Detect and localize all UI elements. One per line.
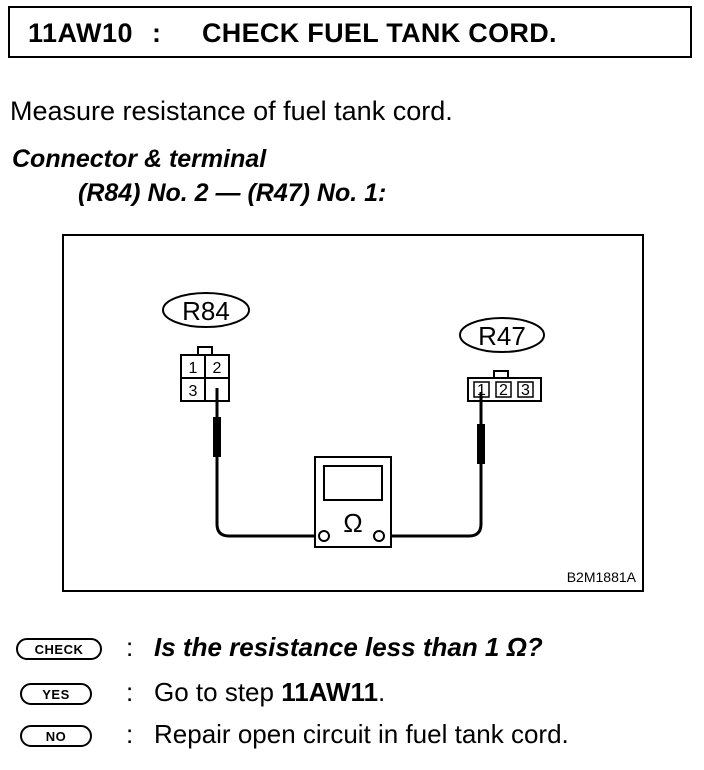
check-colon: : — [126, 632, 134, 662]
step-header-box: 11AW10 : CHECK FUEL TANK CORD. — [8, 6, 692, 58]
r84-pin-2: 2 — [213, 360, 222, 377]
meter-display — [323, 465, 383, 501]
ohm-symbol: Ω — [343, 508, 362, 538]
check-tag: CHECK — [16, 638, 102, 660]
step-code: 11AW10 — [28, 18, 134, 48]
r84-label: R84 — [162, 292, 250, 328]
r47-pin-3: 3 — [521, 382, 530, 399]
yes-tag: YES — [20, 683, 92, 705]
r84-pin-1: 1 — [189, 360, 198, 377]
meter-terminal-left — [318, 530, 330, 542]
r84-connector: 1 2 3 — [180, 346, 230, 402]
left-probe — [213, 388, 324, 538]
yes-colon: : — [126, 677, 134, 707]
connector-spec: (R84) No. 2 — (R47) No. 1: — [78, 179, 387, 207]
no-tag: NO — [20, 725, 92, 747]
r84-pin-3: 3 — [189, 383, 198, 400]
svg-text:R47: R47 — [478, 321, 526, 351]
r47-pin-2: 2 — [499, 382, 508, 399]
check-row: CHECK : Is the resistance less than 1 Ω? — [0, 628, 704, 668]
step-separator: : — [152, 18, 161, 48]
connector-heading: Connector & terminal — [12, 145, 267, 173]
step-title: CHECK FUEL TANK CORD. — [202, 18, 557, 48]
wiring-diagram: R84 1 2 3 R47 1 2 3 — [62, 234, 644, 592]
r47-connector: 1 2 3 — [467, 370, 542, 402]
no-colon: : — [126, 719, 134, 749]
figure-code: B2M1881A — [567, 569, 637, 585]
r47-label: R47 — [459, 317, 545, 353]
svg-text:R84: R84 — [182, 296, 230, 326]
meter-terminal-right — [373, 530, 385, 542]
next-step-code: 11AW11 — [281, 677, 379, 707]
r47-pin-1: 1 — [477, 382, 486, 399]
yes-action: Go to step 11AW11. — [154, 677, 386, 707]
instruction-text: Measure resistance of fuel tank cord. — [10, 96, 453, 126]
right-probe — [380, 392, 485, 538]
check-question: Is the resistance less than 1 Ω? — [154, 632, 543, 662]
ohmmeter: Ω — [314, 456, 392, 548]
no-action: Repair open circuit in fuel tank cord. — [154, 719, 569, 749]
no-row: NO : Repair open circuit in fuel tank co… — [0, 715, 704, 755]
yes-row: YES : Go to step 11AW11. — [0, 673, 704, 713]
